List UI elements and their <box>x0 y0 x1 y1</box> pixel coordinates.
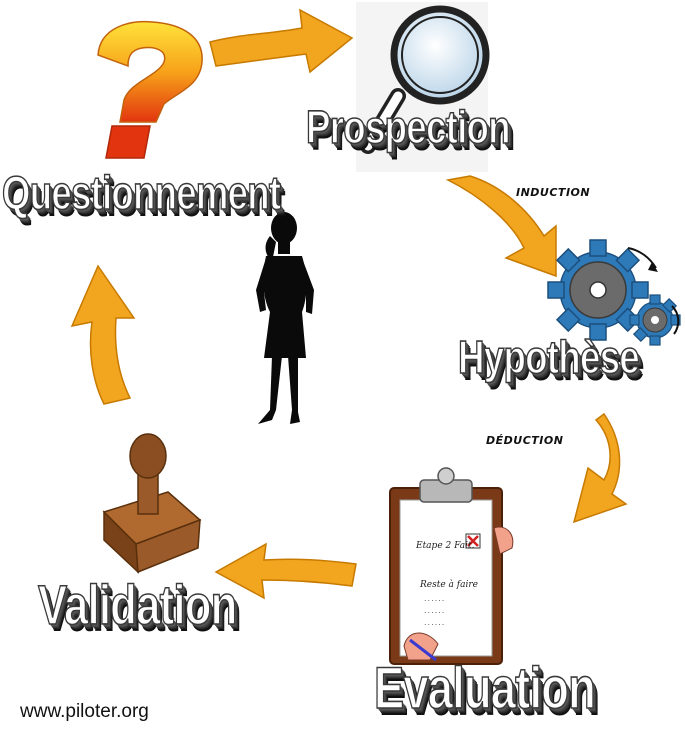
arrow-to-prospection <box>209 8 354 74</box>
arrow-to-validation <box>214 542 357 600</box>
footer-url[interactable]: www.piloter.org <box>20 701 149 722</box>
arrow-to-questionnement <box>70 264 136 405</box>
step-prospection: Prospection <box>305 100 511 154</box>
clipboard-line-2: Reste à faire <box>420 580 478 590</box>
question-mark-icon <box>97 20 203 159</box>
clipboard-dots: ...... <box>424 594 446 603</box>
step-validation: Validation <box>37 572 238 637</box>
person-silhouette-icon <box>256 212 314 424</box>
step-questionnement: Questionnement <box>1 165 281 220</box>
clipboard-dots: ...... <box>424 606 446 615</box>
arrow-to-evaluation <box>572 412 628 524</box>
step-hypothese: Hypothèse <box>457 330 640 384</box>
step-evaluation: Evaluation <box>373 655 596 722</box>
stamp-icon <box>102 433 202 574</box>
clipboard-icon <box>389 467 514 665</box>
clipboard-line-1: Etape 2 Fait. <box>416 541 475 551</box>
transition-deduction: DÉDUCTION <box>486 434 564 447</box>
clipboard-dots: ...... <box>424 618 446 627</box>
transition-induction: INDUCTION <box>516 186 591 199</box>
magnifier-icon <box>356 2 490 172</box>
gears-icon <box>547 239 681 346</box>
arrow-to-hypothese <box>445 175 557 278</box>
